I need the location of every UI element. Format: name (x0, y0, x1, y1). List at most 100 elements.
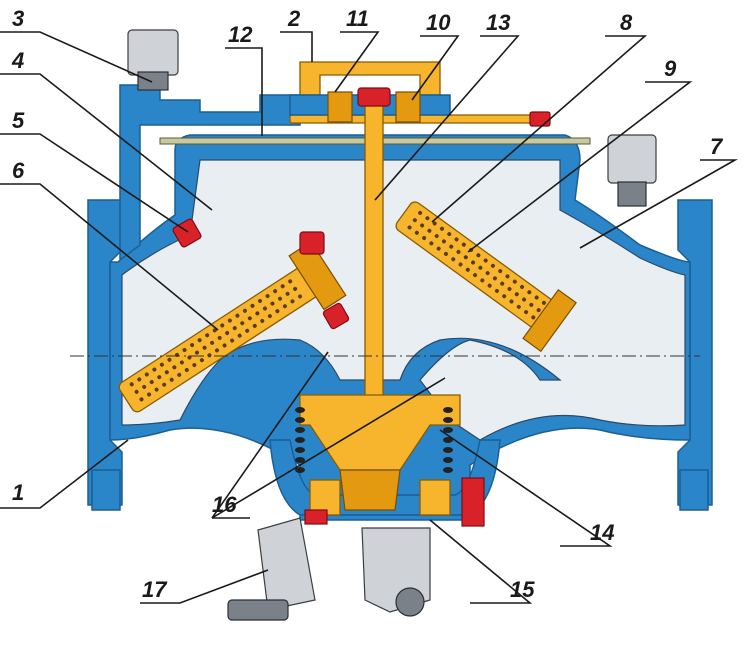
callout-2: 2 (287, 6, 301, 31)
perforation-dot (473, 273, 478, 278)
perforation-dot (280, 284, 285, 289)
perforation-dot (516, 304, 521, 309)
perforation-dot (184, 367, 189, 372)
perforation-dot (285, 291, 290, 296)
perforation-dot (247, 316, 252, 321)
perforation-dot (252, 323, 257, 328)
perforation-dot (443, 251, 448, 256)
callout-3: 3 (12, 6, 24, 31)
perforation-dot (487, 283, 492, 288)
springs (295, 407, 453, 473)
perforation-dot (490, 263, 495, 268)
callout-labels: 1 2 3 4 5 6 7 8 9 10 11 12 13 14 15 16 1… (11, 6, 724, 602)
perforation-dot (461, 242, 466, 247)
perforation-dot (463, 255, 468, 260)
perforation-dot (407, 225, 412, 230)
perforation-dot (422, 236, 427, 241)
callout-12: 12 (228, 22, 253, 47)
perforation-dot (217, 335, 222, 340)
perforation-dot (498, 269, 503, 274)
perforation-dot (237, 333, 242, 338)
perforation-dot (265, 294, 270, 299)
perforation-dot (471, 260, 476, 265)
perforation-dot (169, 377, 174, 382)
valve-stem (327, 87, 421, 426)
perforation-dot (222, 343, 227, 348)
perforation-dot (162, 382, 167, 387)
perforation-dot (520, 284, 525, 289)
perforation-dot (214, 348, 219, 353)
perforation-dot (192, 363, 197, 368)
callout-15: 15 (510, 577, 535, 602)
spring-coil (443, 447, 453, 453)
perforation-dot (202, 345, 207, 350)
perforation-dot (293, 286, 298, 291)
perforation-dot (432, 221, 437, 226)
perforation-dot (524, 310, 529, 315)
callout-9: 9 (664, 56, 677, 81)
perforation-dot (205, 333, 210, 338)
perforation-dot (436, 246, 441, 251)
perforation-dot (242, 308, 247, 313)
perforation-dot (509, 299, 514, 304)
perforation-dot (531, 315, 536, 320)
left-strainer (118, 240, 347, 413)
callout-17: 17 (142, 577, 168, 602)
perforation-dot (267, 314, 272, 319)
perforation-dot (260, 318, 265, 323)
perforation-dot (139, 397, 144, 402)
perforation-dot (230, 338, 235, 343)
callout-5: 5 (12, 108, 25, 133)
perforation-dot (458, 262, 463, 267)
perforation-dot (142, 384, 147, 389)
perforation-dot (541, 300, 546, 305)
perforation-dot (250, 303, 255, 308)
perforation-dot (144, 372, 149, 377)
perforation-dot (420, 223, 425, 228)
perforation-dot (298, 294, 303, 299)
callout-4: 4 (11, 48, 24, 73)
perforation-dot (480, 278, 485, 283)
pilot-actuators (227, 517, 431, 621)
perforation-dot (227, 318, 232, 323)
external-fittings (127, 29, 657, 207)
spring-coil (295, 417, 305, 423)
perforation-dot (534, 295, 539, 300)
seat-assembly (299, 394, 485, 527)
perforation-dot (245, 328, 250, 333)
callout-16: 16 (212, 492, 237, 517)
perforation-dot (500, 281, 505, 286)
leader-lines (0, 31, 739, 604)
perforation-dot (275, 309, 280, 314)
spring-coil (443, 457, 453, 463)
perforation-dot (476, 253, 481, 258)
perforation-dot (194, 350, 199, 355)
spring-coil (295, 437, 305, 443)
perforation-dot (179, 360, 184, 365)
perforation-dot (429, 241, 434, 246)
perforation-dot (529, 302, 534, 307)
spring-coil (443, 467, 453, 473)
perforation-dot (154, 387, 159, 392)
perforation-dot (412, 218, 417, 223)
perforation-dot (507, 286, 512, 291)
perforation-dot (278, 296, 283, 301)
perforation-dot (147, 392, 152, 397)
perforation-dot (454, 237, 459, 242)
perforation-dot (434, 234, 439, 239)
spring-coil (443, 427, 453, 433)
perforation-dot (137, 377, 142, 382)
perforation-dot (240, 321, 245, 326)
perforation-dot (149, 380, 154, 385)
perforation-dot (225, 331, 230, 336)
perforation-dot (235, 313, 240, 318)
perforation-dot (270, 301, 275, 306)
spring-coil (295, 447, 305, 453)
perforation-dot (134, 389, 139, 394)
perforation-dot (157, 375, 162, 380)
spring-coil (295, 467, 305, 473)
perforation-dot (232, 326, 237, 331)
spring-coil (295, 427, 305, 433)
perforation-dot (159, 362, 164, 367)
